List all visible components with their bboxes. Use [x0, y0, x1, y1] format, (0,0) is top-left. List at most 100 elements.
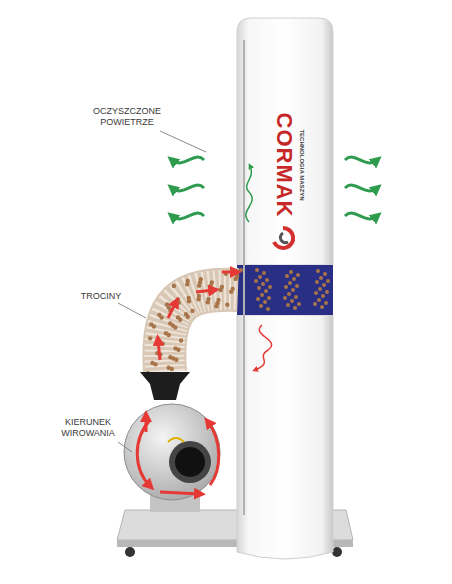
sawdust-dots-part: [288, 281, 292, 285]
sawdust-dots-part: [186, 315, 190, 319]
sawdust-dots-part: [166, 333, 170, 337]
sawdust-dots-part: [255, 268, 259, 272]
sawdust-dots-part: [324, 301, 328, 305]
leader-lines: [118, 131, 206, 452]
brand-tagline: TECHNOLOGIA MASZYN: [297, 129, 304, 200]
flow-arrows-part: [168, 302, 176, 318]
brand-logo: CORMAK: [271, 113, 297, 218]
sawdust-dots-part: [319, 276, 323, 280]
sawdust-dots-part: [323, 272, 327, 276]
sawdust-dots-part: [176, 348, 180, 352]
callout-label: TROCINY: [76, 291, 126, 302]
sawdust-dots-part: [179, 338, 183, 342]
clean-air-arrows-part: [246, 166, 252, 222]
hose-ribs: [164, 290, 238, 372]
sawdust-dots-part: [256, 297, 260, 301]
sawdust-dots-part: [292, 277, 296, 281]
sawdust-dots-part: [259, 304, 263, 308]
inlet: [175, 447, 205, 477]
sawdust-dots-part: [206, 300, 210, 304]
sawdust-dots-part: [315, 280, 319, 284]
sawdust-dots-part: [294, 295, 298, 299]
sawdust-dots-part: [260, 293, 264, 297]
flow-arrows-part: [196, 290, 214, 292]
sawdust-dots-part: [218, 288, 222, 292]
sawdust-dots-part: [296, 273, 300, 277]
sawdust-dots-part: [286, 303, 290, 307]
clean-air-arrows-part: [172, 185, 204, 191]
sawdust-dots-part: [317, 298, 321, 302]
blower-housing: [124, 404, 220, 500]
clean-air-arrows-part: [172, 213, 204, 219]
sawdust-dots-part: [178, 318, 182, 322]
sawdust-dots-part: [258, 275, 262, 279]
sawdust-dots-part: [295, 284, 299, 288]
logo-icon: [274, 228, 293, 248]
sawdust-dots-part: [264, 289, 268, 293]
sawdust-dots-part: [268, 285, 272, 289]
callout-label: OCZYSZCZONE POWIETRZE: [88, 106, 166, 128]
clean-air-arrows-part: [345, 213, 377, 219]
flow-arrows-part: [160, 492, 200, 494]
sawdust-dots-part: [265, 278, 269, 282]
clean-air-arrows-part: [345, 157, 377, 163]
sawdust-dots-part: [233, 277, 237, 281]
sawdust-dots-part: [190, 309, 194, 313]
sawdust-dots-part: [170, 367, 174, 371]
impeller-arrow: [168, 438, 184, 442]
sawdust-dots-part: [316, 269, 320, 273]
sawdust-dots-part: [326, 279, 330, 283]
sawdust-dots-part: [266, 307, 270, 311]
leader-lines-part: [118, 442, 132, 452]
sawdust-dots-part: [325, 290, 329, 294]
sawdust-dots-part: [152, 324, 156, 328]
sawdust-dots-part: [187, 299, 191, 303]
sawdust-dots-part: [318, 287, 322, 291]
sawdust-dots-part: [257, 286, 261, 290]
sawdust-dots-part: [177, 300, 181, 304]
sawdust-dots-part: [287, 292, 291, 296]
clean-air-arrows-part: [172, 157, 204, 163]
sawdust-dots-part: [313, 302, 317, 306]
sawdust-dots-part: [263, 300, 267, 304]
flow-arrows-part: [145, 416, 148, 432]
sawdust-dots-part: [290, 299, 294, 303]
flow-arrows: [137, 272, 236, 494]
sawdust-dots-part: [293, 306, 297, 310]
sawdust-dots-part: [173, 325, 177, 329]
clean-air-arrows-part: [345, 185, 377, 191]
sawdust-dots-part: [197, 283, 201, 287]
swirl-arrow: [255, 325, 272, 370]
sawdust-dots-part: [214, 304, 218, 308]
flow-arrows-part: [208, 422, 219, 485]
sawdust-dots-part: [159, 315, 163, 319]
logo-icon-part: [280, 233, 288, 243]
sawdust-dots-part: [153, 362, 157, 366]
clamp-band: [237, 265, 333, 315]
callout-label: KIERUNEK WIROWANIA: [50, 417, 126, 439]
sawdust-dots-part: [314, 291, 318, 295]
inlet-funnel: [140, 372, 190, 400]
sawdust-dots-part: [321, 294, 325, 298]
sawdust-dots-part: [285, 274, 289, 278]
sawdust-dots-part: [174, 358, 178, 362]
flow-arrows-part: [158, 340, 160, 360]
sawdust-dots-part: [261, 282, 265, 286]
sawdust-dots: [239, 268, 330, 311]
sawdust-dots-part: [225, 303, 229, 307]
leader-lines-part: [160, 131, 206, 152]
sawdust-dots-part: [148, 336, 152, 340]
base-plate-part: [125, 547, 135, 557]
sawdust-dots-part: [185, 282, 189, 286]
sawdust-dots-part: [229, 290, 233, 294]
sawdust-dots-part: [239, 268, 243, 272]
filter-bag: [237, 18, 333, 265]
hose: [164, 290, 238, 372]
sawdust-dots-part: [289, 270, 293, 274]
sawdust-dots-part: [320, 305, 324, 309]
sawdust-dots-part: [322, 283, 326, 287]
sawdust-dots: [146, 272, 240, 376]
flow-arrows-part: [222, 271, 236, 274]
